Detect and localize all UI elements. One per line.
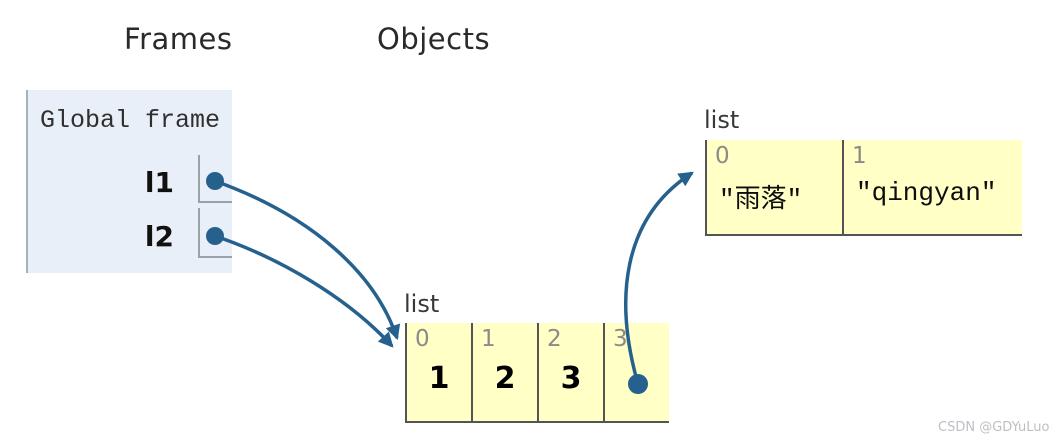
list1-cell-2-value: 3 (560, 361, 582, 396)
variable-l2-label: l2 (144, 220, 174, 253)
objects-column-header: Objects (377, 22, 491, 56)
list1-cell-1-index: 1 (481, 326, 496, 352)
pointer-arrow-l2-to-list1 (214, 234, 394, 348)
list2-cell-1-index: 1 (852, 143, 867, 169)
frames-column-header: Frames (124, 22, 233, 56)
list2-cell-1-value: ″qingyan″ (856, 178, 997, 208)
list2-type-label: list (704, 106, 740, 134)
list1-object: 0 1 1 2 2 3 3 (405, 323, 669, 423)
csdn-watermark: CSDN @GDYuLuo (938, 420, 1050, 435)
list1-cell-0-index: 0 (415, 326, 430, 352)
list2-object: 0 ″雨落″ 1 ″qingyan″ (705, 140, 1022, 236)
variable-l1-value-slot (198, 155, 232, 203)
list2-cell-1: 1 ″qingyan″ (842, 140, 1022, 234)
list1-cell-3-index: 3 (613, 326, 628, 352)
list1-cell-0: 0 1 (407, 323, 471, 421)
list1-cell-2: 2 3 (537, 323, 603, 421)
list2-cell-0-index: 0 (715, 143, 730, 169)
pointer-arrow-l1-to-list1 (214, 179, 401, 341)
list1-cell-3: 3 (603, 323, 669, 421)
list1-cell-0-value: 1 (428, 361, 450, 396)
variable-l2-value-slot (198, 208, 232, 258)
global-frame-title: Global frame (40, 106, 221, 135)
list2-cell-0: 0 ″雨落″ (707, 140, 842, 234)
list2-cell-0-value: ″雨落″ (719, 185, 803, 215)
list1-cell-1: 1 2 (471, 323, 537, 421)
list1-type-label: list (404, 290, 440, 318)
variable-l1-label: l1 (144, 166, 174, 199)
global-frame: Global frame l1 l2 (26, 90, 232, 273)
list1-cell-1-value: 2 (494, 361, 516, 396)
list1-cell-2-index: 2 (547, 326, 562, 352)
